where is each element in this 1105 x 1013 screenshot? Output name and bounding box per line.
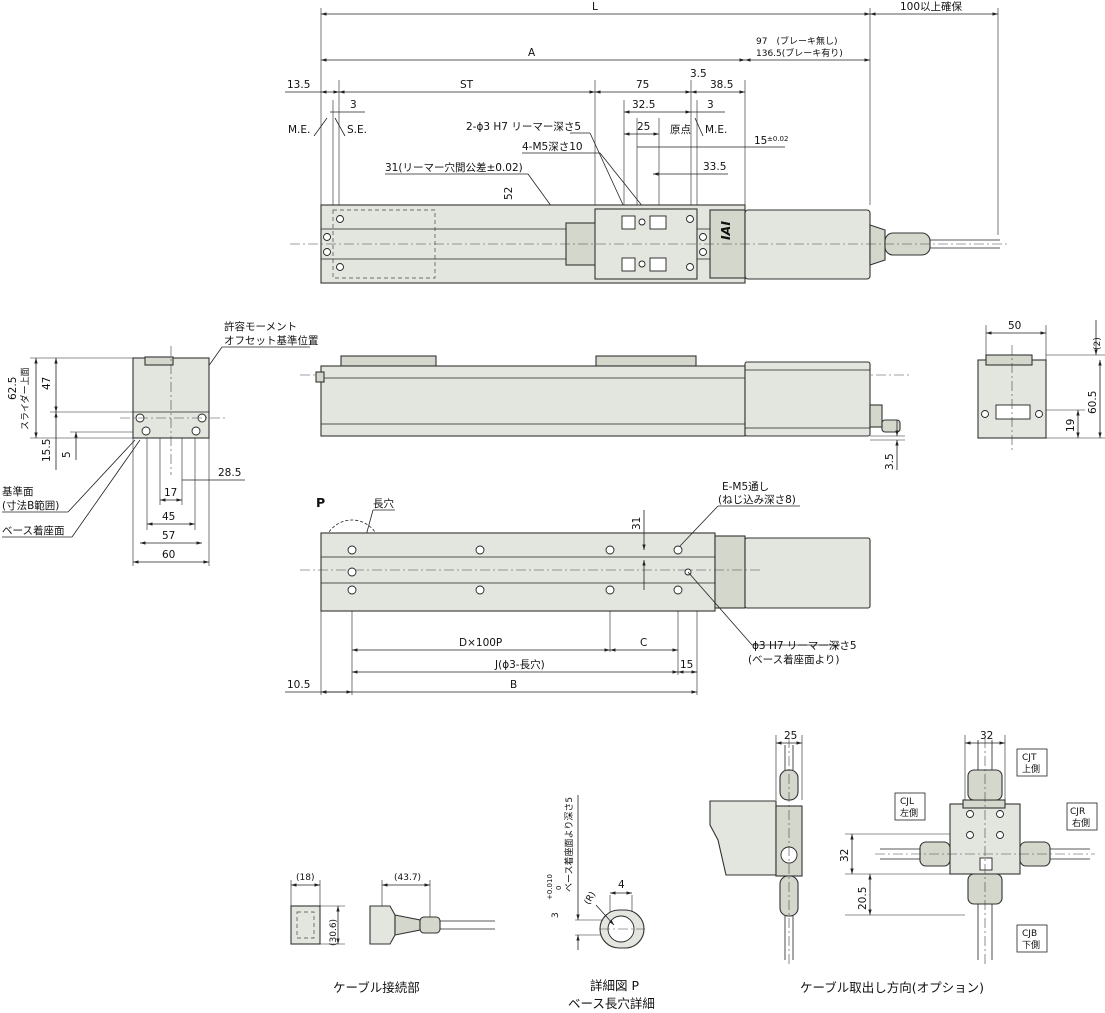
dim-60-5: 60.5 bbox=[1087, 391, 1099, 414]
label-cjt-desc: 上側 bbox=[1022, 763, 1040, 775]
motor-top bbox=[744, 209, 871, 280]
dim-43-7: (43.7) bbox=[394, 873, 421, 883]
dim-L: L bbox=[592, 1, 598, 13]
dim-15-tol: ±0.02 bbox=[767, 135, 788, 143]
dim-136-5: 136.5(ブレーキ有り) bbox=[756, 47, 843, 59]
dim-62-5: 62.5 bbox=[7, 377, 19, 400]
dim-B: B bbox=[510, 679, 517, 691]
side-motor bbox=[744, 361, 871, 437]
dim-ST: ST bbox=[460, 79, 474, 91]
dim-33-5: 33.5 bbox=[703, 161, 726, 173]
label-P: P bbox=[316, 495, 325, 510]
cable-direction: 25 32 32 20.5 CJT bbox=[709, 730, 1098, 995]
cable-dir-32b: 32 bbox=[839, 849, 851, 862]
dim-15-bottom: 15 bbox=[680, 659, 693, 671]
dim-15: 15 bbox=[754, 135, 767, 147]
detail-tol-lo: 0 bbox=[555, 886, 563, 890]
label-reamer-2: 2-ϕ3 H7 リーマー深さ5 bbox=[466, 121, 581, 133]
dim-45: 45 bbox=[162, 511, 175, 523]
dim-10-5: 10.5 bbox=[287, 679, 310, 691]
dim-32-5: 32.5 bbox=[632, 99, 655, 111]
label-ream-2: (ベース着座面より) bbox=[748, 653, 839, 666]
caption-cable-connection: ケーブル接続部 bbox=[333, 980, 420, 995]
dim-D100P: D×100P bbox=[459, 637, 502, 649]
dim-2: (2) bbox=[1093, 337, 1103, 350]
dim-38-5: 38.5 bbox=[710, 79, 733, 91]
label-cjt: CJT bbox=[1022, 753, 1037, 763]
label-ME-right: M.E. bbox=[705, 124, 727, 136]
dim-100-min: 100以上確保 bbox=[900, 0, 963, 13]
label-cjl-desc: 左側 bbox=[900, 807, 918, 819]
top-view: L 100以上確保 A 97 (ブレーキ無し) 136.5(ブレーキ有り) 13… bbox=[285, 0, 1010, 284]
dim-18: (18) bbox=[296, 873, 314, 883]
label-reamer-pitch: 31(リーマー穴間公差±0.02) bbox=[385, 161, 523, 174]
dim-A: A bbox=[528, 47, 536, 59]
detail-depth: 3 bbox=[551, 912, 561, 918]
label-moment-2: オフセット基準位置 bbox=[224, 334, 319, 347]
dim-25: 25 bbox=[637, 121, 650, 133]
detail-depth-note: ベース着座面より深さ5 bbox=[563, 797, 575, 892]
dim-75: 75 bbox=[636, 79, 649, 91]
detail-4: 4 bbox=[618, 879, 625, 891]
label-ME-left: M.E. bbox=[288, 124, 310, 136]
end-view-right: 50 (2) 60.5 19 bbox=[977, 320, 1105, 452]
dim-15-5: 15.5 bbox=[41, 439, 53, 462]
dim-47: 47 bbox=[41, 377, 53, 390]
dim-5: 5 bbox=[61, 451, 73, 458]
dim-17: 17 bbox=[164, 487, 177, 499]
caption-cable-direction: ケーブル取出し方向(オプション) bbox=[800, 980, 984, 995]
label-moment-1: 許容モーメント bbox=[224, 320, 297, 333]
dim-28-5: 28.5 bbox=[218, 467, 241, 479]
bottom-motor bbox=[744, 537, 871, 609]
cable-dir-25: 25 bbox=[784, 730, 797, 742]
dim-C: C bbox=[640, 637, 647, 649]
detail-tol-up: +0.010 bbox=[546, 874, 554, 900]
dim-31: 31 bbox=[631, 517, 643, 530]
label-slot: 長穴 bbox=[373, 497, 394, 510]
detail-p: 3 +0.010 0 ベース着座面より深さ5 4 (R) 詳細図 P ベース長穴… bbox=[546, 795, 655, 1011]
label-cjr: CJR bbox=[1070, 807, 1085, 817]
dim-13-5: 13.5 bbox=[287, 79, 310, 91]
dim-57: 57 bbox=[162, 530, 175, 542]
dim-97: 97 (ブレーキ無し) bbox=[756, 35, 837, 47]
label-cjb: CJB bbox=[1022, 929, 1037, 939]
cable-connection: (18) (30.6) (43.7) ケーブル接続部 bbox=[290, 873, 495, 995]
label-ref-range: (寸法B範囲) bbox=[2, 499, 59, 512]
caption-detail-p: 詳細図 P bbox=[590, 978, 639, 993]
dim-52: 52 bbox=[503, 187, 515, 200]
label-cjr-desc: 右側 bbox=[1072, 817, 1090, 829]
side-view: 3.5 bbox=[300, 355, 910, 470]
dim-50: 50 bbox=[1008, 320, 1021, 332]
caption-slot-detail: ベース長穴詳細 bbox=[568, 996, 655, 1011]
label-base-face: ベース着座面 bbox=[2, 524, 64, 537]
dim-30-6: (30.6) bbox=[329, 919, 339, 946]
label-slider-top: スライダー上面 bbox=[19, 367, 31, 430]
cable-dir-20-5: 20.5 bbox=[857, 887, 869, 910]
dim-3-right: 3 bbox=[707, 99, 714, 111]
dim-3-5-side: 3.5 bbox=[884, 453, 896, 470]
label-m5-4: 4-M5深さ10 bbox=[522, 141, 583, 153]
dim-3-left: 3 bbox=[350, 99, 357, 111]
label-SE: S.E. bbox=[347, 124, 367, 136]
bottom-view: P 長穴 E-M5通し (ねじ込み深さ8) 31 ϕ3 H7 リーマー深さ5 bbox=[285, 481, 871, 695]
label-cjb-desc: 下側 bbox=[1022, 939, 1040, 951]
dim-3-5: 3.5 bbox=[690, 68, 707, 80]
label-em5-2: (ねじ込み深さ8) bbox=[718, 494, 796, 506]
dim-60: 60 bbox=[162, 549, 175, 561]
cable-dir-32: 32 bbox=[980, 730, 993, 742]
detail-R: (R) bbox=[583, 890, 598, 907]
dim-19: 19 bbox=[1065, 419, 1077, 432]
bottom-body bbox=[320, 532, 716, 612]
label-em5-1: E-M5通し bbox=[722, 481, 769, 493]
label-origin: 原点 bbox=[670, 124, 691, 136]
dim-J: J(ϕ3-長穴) bbox=[494, 658, 545, 671]
end-view-left: 許容モーメント オフセット基準位置 62.5 スライダー上面 47 15.5 5 bbox=[2, 320, 319, 566]
iai-logo: IAI bbox=[718, 221, 733, 240]
cable-dir-side-body bbox=[709, 800, 777, 876]
label-ref-face: 基準面 bbox=[2, 485, 34, 498]
label-cjl: CJL bbox=[900, 797, 914, 807]
label-ream-1: ϕ3 H7 リーマー深さ5 bbox=[752, 640, 857, 652]
side-body bbox=[320, 365, 746, 437]
